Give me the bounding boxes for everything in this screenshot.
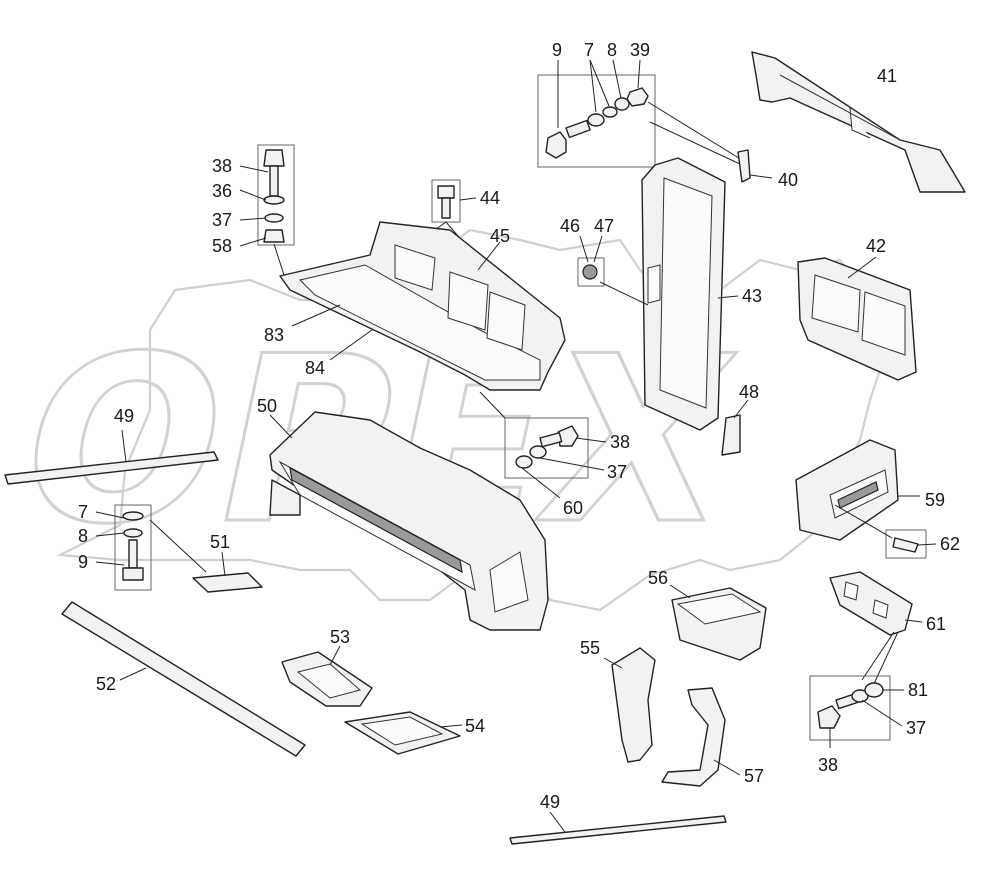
hardware-group-lower-left [95, 504, 207, 591]
part-57-bracket [661, 687, 741, 787]
callout-39: 39 [630, 40, 650, 60]
callout-41: 41 [877, 66, 897, 86]
callout-50: 50 [257, 396, 277, 416]
callout-36: 36 [212, 181, 232, 201]
hardware-group-top [537, 59, 743, 168]
part-61-bracket [829, 571, 923, 689]
callout-56: 56 [648, 568, 668, 588]
part-52-strip [61, 601, 306, 757]
part-53-bracket [281, 645, 373, 707]
callout-45: 45 [490, 226, 510, 246]
callout-7-top: 7 [584, 40, 594, 60]
callout-53: 53 [330, 627, 350, 647]
callout-43: 43 [742, 286, 762, 306]
part-40-clip [737, 149, 773, 183]
callout-62: 62 [940, 534, 960, 554]
callout-8-top: 8 [607, 40, 617, 60]
part-41-bracket [751, 51, 966, 193]
callout-38-lower: 38 [818, 755, 838, 775]
callout-52: 52 [96, 674, 116, 694]
hardware-group-left [239, 144, 295, 276]
callout-49-bottom: 49 [540, 792, 560, 812]
part-56-tray [669, 584, 767, 661]
callout-37-lower: 37 [906, 718, 926, 738]
callout-labels: 9 7 8 39 41 40 38 36 37 58 44 45 46 47 4… [78, 40, 960, 812]
callout-37-left: 37 [212, 210, 232, 230]
callout-60: 60 [563, 498, 583, 518]
part-62-screw [834, 504, 937, 559]
part-48-bracket [721, 399, 749, 456]
part-49-rail-left [4, 429, 219, 485]
callout-54: 54 [465, 716, 485, 736]
callout-51: 51 [210, 532, 230, 552]
callout-59: 59 [925, 490, 945, 510]
callout-7-lower: 7 [78, 502, 88, 522]
part-43-panel [641, 157, 739, 431]
callout-48: 48 [739, 382, 759, 402]
part-50-dashboard [269, 411, 549, 631]
callout-9-lower: 9 [78, 552, 88, 572]
part-59-box [795, 439, 920, 541]
callout-38-left: 38 [212, 156, 232, 176]
part-51-plate [192, 551, 263, 593]
part-55-bracket [603, 647, 656, 763]
callout-47: 47 [594, 216, 614, 236]
callout-58: 58 [212, 236, 232, 256]
callout-9-top: 9 [552, 40, 562, 60]
callout-83: 83 [264, 325, 284, 345]
callout-55: 55 [580, 638, 600, 658]
callout-37-middle: 37 [607, 462, 627, 482]
part-42-frame [797, 256, 917, 381]
hardware-group-middle [479, 391, 607, 499]
callout-44: 44 [480, 188, 500, 208]
callout-49-left: 49 [114, 406, 134, 426]
callout-61: 61 [926, 614, 946, 634]
hardware-group-lower-right [809, 675, 904, 748]
callout-8-lower: 8 [78, 526, 88, 546]
callout-40: 40 [778, 170, 798, 190]
part-49-rail-bottom [509, 811, 727, 845]
callout-42: 42 [866, 236, 886, 256]
callout-84: 84 [305, 358, 325, 378]
callout-81: 81 [908, 680, 928, 700]
part-46-47-fastener [577, 235, 649, 306]
callout-38-middle: 38 [610, 432, 630, 452]
part-54-tray [344, 711, 463, 755]
part-45-panel-carrier [279, 221, 566, 391]
callout-57: 57 [744, 766, 764, 786]
callout-46: 46 [560, 216, 580, 236]
